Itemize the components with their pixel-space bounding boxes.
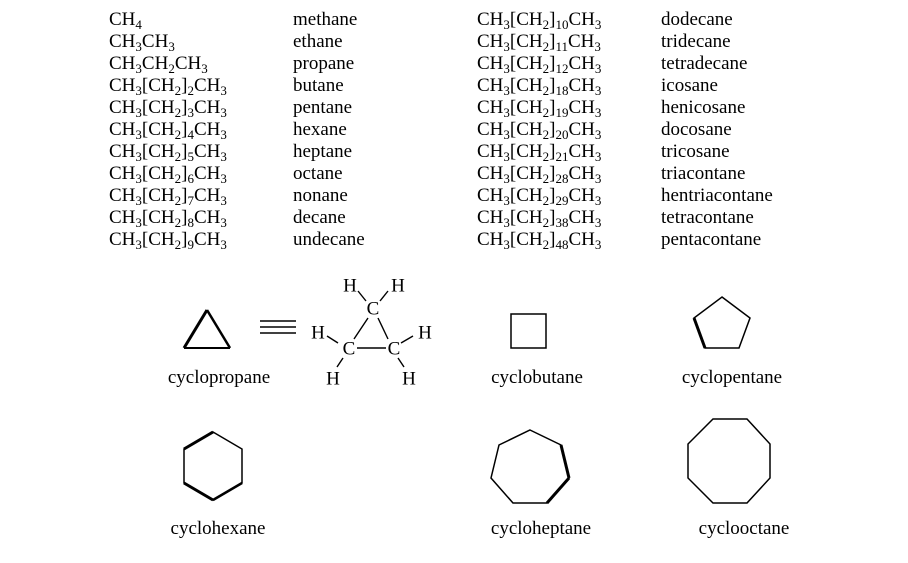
alkane-name: nonane — [293, 185, 348, 206]
atom-carbon-top: C — [366, 298, 380, 320]
alkane-name: methane — [293, 9, 358, 30]
alkane-formula: CH3[CH2]12CH3 — [477, 53, 602, 76]
atom-hydrogen: H — [418, 322, 432, 344]
alkane-formula: CH3[CH2]4CH3 — [109, 119, 227, 142]
label-cyclohexane: cyclohexane — [170, 518, 266, 539]
atom-hydrogen: H — [311, 322, 325, 344]
label-cyclopentane: cyclopentane — [681, 367, 783, 388]
alkane-name: triacontane — [661, 163, 746, 184]
atom-hydrogen: H — [402, 368, 416, 390]
equivalence-sign — [260, 320, 296, 334]
alkane-formula: CH3[CH2]18CH3 — [477, 75, 602, 98]
alkane-name: tetracontane — [661, 207, 754, 228]
atom-hydrogen: H — [326, 368, 340, 390]
alkane-formula: CH3[CH2]19CH3 — [477, 97, 602, 120]
alkane-name: decane — [293, 207, 346, 228]
alkane-formula: CH3[CH2]11CH3 — [477, 31, 601, 54]
alkane-formula: CH3CH2CH3 — [109, 53, 208, 76]
alkane-formula: CH3[CH2]3CH3 — [109, 97, 227, 120]
alkane-name: ethane — [293, 31, 343, 52]
label-cyclopropane: cyclopropane — [167, 367, 271, 388]
alkane-name: docosane — [661, 119, 732, 140]
alkane-name: octane — [293, 163, 343, 184]
alkane-formula: CH4 — [109, 9, 142, 32]
alkane-formula: CH3[CH2]8CH3 — [109, 207, 227, 230]
atom-hydrogen: H — [343, 275, 357, 297]
alkane-name: tricosane — [661, 141, 730, 162]
alkane-name: tetradecane — [661, 53, 748, 74]
alkane-formula: CH3[CH2]6CH3 — [109, 163, 227, 186]
alkane-formula: CH3[CH2]20CH3 — [477, 119, 602, 142]
alkane-formula: CH3[CH2]29CH3 — [477, 185, 602, 208]
alkane-name: undecane — [293, 229, 365, 250]
atom-carbon-right: C — [387, 338, 401, 360]
cyclopentane-skeletal — [693, 296, 751, 349]
alkane-name: propane — [293, 53, 355, 74]
cyclobutane-skeletal — [510, 313, 547, 349]
alkane-formula: CH3[CH2]48CH3 — [477, 229, 602, 252]
atom-hydrogen: H — [391, 275, 405, 297]
alkane-name: pentane — [293, 97, 353, 118]
alkane-name: icosane — [661, 75, 718, 96]
alkane-formula: CH3[CH2]28CH3 — [477, 163, 602, 186]
alkane-name: henicosane — [661, 97, 746, 118]
alkane-name: hexane — [293, 119, 347, 140]
alkane-formula: CH3[CH2]7CH3 — [109, 185, 227, 208]
label-cycloheptane: cycloheptane — [490, 518, 592, 539]
alkane-formula: CH3[CH2]2CH3 — [109, 75, 227, 98]
alkane-formula: CH3[CH2]38CH3 — [477, 207, 602, 230]
alkane-name: butane — [293, 75, 344, 96]
alkane-name: pentacontane — [661, 229, 762, 250]
alkane-name: tridecane — [661, 31, 731, 52]
atom-carbon-left: C — [342, 338, 356, 360]
alkane-formula: CH3[CH2]21CH3 — [477, 141, 602, 164]
alkane-name: dodecane — [661, 9, 733, 30]
alkane-name: hentriacontane — [661, 185, 773, 206]
alkane-name: heptane — [293, 141, 353, 162]
alkane-formula: CH3[CH2]9CH3 — [109, 229, 227, 252]
label-cyclooctane: cyclooctane — [698, 518, 790, 539]
alkane-formula: CH3CH3 — [109, 31, 175, 54]
label-cyclobutane: cyclobutane — [491, 367, 583, 388]
alkane-formula: CH3[CH2]5CH3 — [109, 141, 227, 164]
cyclooctane-skeletal — [687, 418, 771, 504]
cyclopropane-skeletal — [182, 309, 232, 349]
cyclopropane-structural-bonds — [326, 290, 414, 368]
alkane-formula: CH3[CH2]10CH3 — [477, 9, 602, 32]
